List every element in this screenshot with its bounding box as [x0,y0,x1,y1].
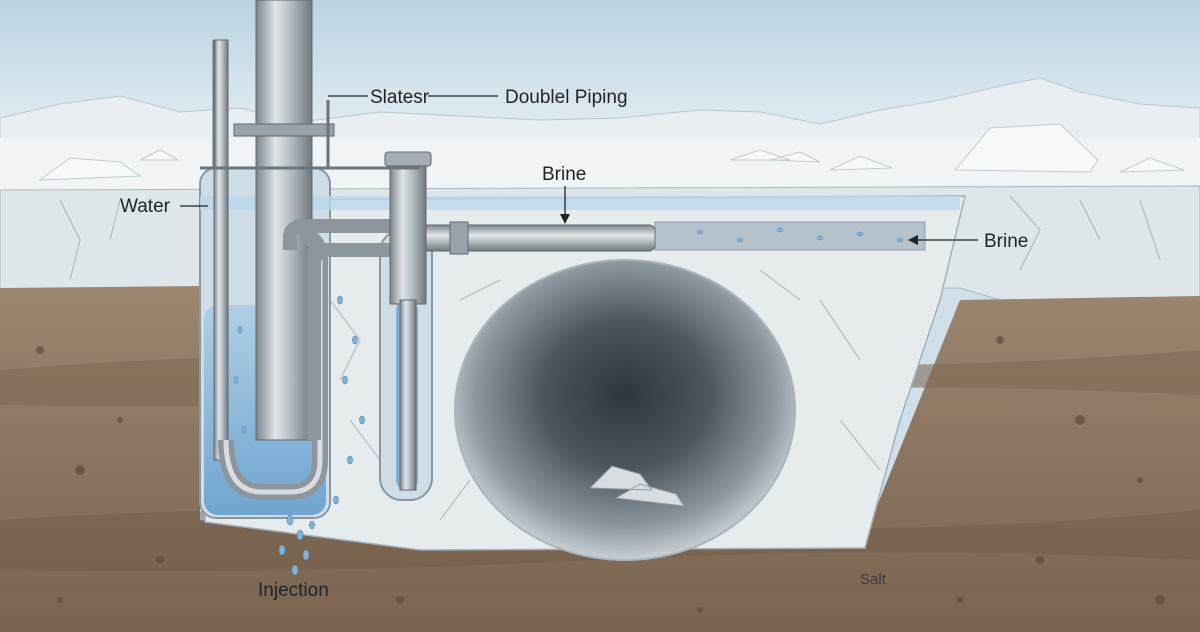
arrow-brine-top [560,214,570,224]
brine-horizontal-pipe [399,224,656,252]
label-double-piping: Doublel Piping [505,87,628,108]
railing [200,40,420,170]
soil-pebbles [36,336,1165,613]
pipe-collar [233,123,335,137]
ice-cracks [59,195,1161,281]
u-bend-pipe-highlight [223,260,323,495]
leader-lines [180,95,978,241]
water-droplets [233,227,903,576]
wellhead-cap [384,151,432,167]
pipe-joint [449,221,469,255]
surface-water [200,196,960,210]
arrow-brine-right [908,235,918,245]
brine-inner-pipe [399,299,417,491]
brine-wellhead [389,153,427,305]
soil-layer [0,286,1200,632]
label-brine-right: Brine [984,231,1028,252]
snow-mounds [38,123,1185,181]
salt-cavern [455,260,795,560]
label-brine-top: Brine [542,164,586,185]
brine-outflow-pipe [654,221,926,251]
label-salt: Salt [860,571,887,588]
label-injection: Injection [258,580,329,601]
side-pipe [213,39,229,461]
cavern-rubble [588,465,686,507]
cavern-rim [454,259,796,561]
label-water: Water [120,196,171,217]
label-slates: Slatesr [370,87,430,108]
